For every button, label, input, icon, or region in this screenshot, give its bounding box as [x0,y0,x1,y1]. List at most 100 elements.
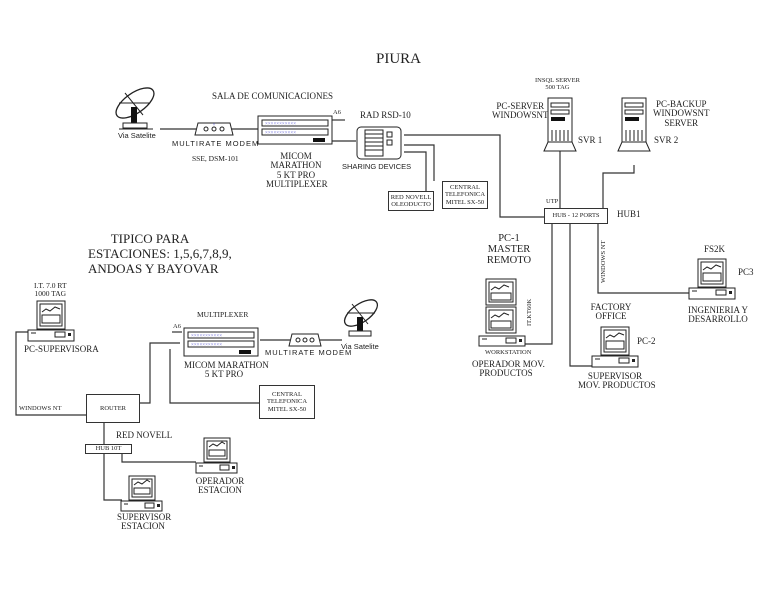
pc1-workstation-icon [478,278,526,347]
label-line: 500 TAG [545,83,570,91]
supervisor-pc-caption: PC-SUPERVISORA [24,344,99,354]
typical-satellite-label: Via Satelite [341,342,379,351]
svg-text:×××××××××××: ××××××××××× [265,122,296,127]
server1-tower-icon [543,97,577,152]
pc2-id: PC-2 [637,336,656,346]
supervisor-station-pc-caption: SUPERVISOR ESTACION [117,512,172,532]
label-line: SUPERVISOR [587,371,643,381]
link-sharing-rednovell [404,151,427,191]
pc3-caption: INGENIERIA Y DESARROLLO [686,305,750,325]
hub-cable-label: UTP [546,198,559,205]
link-hub-operador [121,452,196,463]
label-line: SERVER [664,117,699,128]
link-hub-pc3 [597,224,690,294]
label-line: INGENIERIA Y [688,305,748,315]
typical-multiplexer-icon: ×××××××××××××××××××××× [183,327,259,357]
link-mux-central [169,349,259,404]
box-line: RED NOVELL [390,193,432,201]
mux-label: MICOM MARATHON 5 KT PRO MULTIPLEXER [266,151,328,190]
typical-modem-label: MULTIRATE MODEM [265,348,353,357]
router-box: ROUTER [86,394,140,423]
link-sharing-hub [404,134,545,218]
server1-name: PC-SERVER WINDOWSNT [492,101,549,121]
diagram-title: PIURA [376,51,422,67]
server2-tower-icon [617,97,651,152]
pc1-side-label: IT.KT60K [526,298,533,326]
typical-modem-icon [288,333,322,347]
server1-top-label: INSQL SERVER 500 TAG [535,77,580,92]
satellite-label: Via Satelite [118,131,156,140]
label-line: WINDOWSNT [492,110,549,121]
heading-line: TIPICO PARA [110,231,190,246]
hub-name: HUB1 [617,209,641,219]
label-line: ESTACION [198,485,242,496]
svg-text:×××××××××××: ××××××××××× [265,131,296,136]
label-line: DESARROLLO [688,314,748,325]
mux-line: MARATHON [270,160,322,171]
hub-windows-nt-label: WINDOWS NT [600,240,607,283]
link-hub-supervisor [103,452,122,501]
heading-line: ESTACIONES: 1,5,6,7,8,9, [88,245,232,261]
sharing-device-title: RAD RSD-10 [360,110,411,120]
supervisor-station-pc-icon [120,475,163,512]
supervisor-pc-icon [27,300,75,342]
box-line: CENTRAL [272,390,302,398]
box-line: MITEL SX-50 [445,198,485,206]
pc3-computer-icon [688,258,736,300]
label-line: MOV. PRODUCTOS [578,380,656,391]
box-line: TELEFONICA [444,191,486,199]
label-line: PC-1 [498,233,520,244]
mux-line: MICOM [280,151,312,161]
typical-satellite-dish-icon [343,299,379,337]
router-windows-nt-label: WINDOWS NT [19,405,62,412]
label-line: PC-BACKUP [655,99,707,109]
pc2-caption: SUPERVISOR MOV. PRODUCTOS [578,371,656,391]
link-router-mux [140,342,180,404]
label-line: REMOTO [486,255,532,267]
box-line: MITEL SX-50 [267,405,307,413]
label-line: 1000 TAG [34,288,67,298]
label-line: FACTORY [590,302,632,312]
hub-10t-box: HUB 10T [85,444,132,454]
modem-label: MULTIRATE MODEM [172,139,260,148]
modem-icon: × [194,122,234,136]
mux-port-label: A6 [333,109,341,116]
server2-id: SVR 2 [654,135,679,145]
red-novell-label: RED NOVELL [116,430,173,440]
label-line: 5 KT PRO [204,369,244,380]
server2-name: PC-BACKUP WINDOWSNT SERVER [653,99,710,128]
label-line: MASTER [487,244,531,256]
hub-12-ports-box: HUB - 12 PORTS [544,208,608,224]
sharing-device-label: SHARING DEVICES [342,162,412,171]
room-label: SALA DE COMUNICACIONES [212,91,334,101]
box-line: CENTRAL [450,183,480,191]
link-pcsup-router [15,331,86,416]
label-line: SUPERVISOR [117,512,172,522]
operador-pc-caption: OPERADOR ESTACION [195,476,245,496]
label-line: I.T. 7.0 RT [34,281,67,290]
modem-model: SSE, DSM-101 [192,154,239,163]
link-hub-pc1 [518,224,553,345]
svg-text:×: × [213,123,216,128]
box-line: OLEODUCTO [391,201,431,208]
typical-mux-title: MULTIPLEXER [197,310,249,319]
label-line: MICOM MARATHON [184,360,269,370]
pc1-title: PC-1 MASTER REMOTO [484,233,534,266]
svg-text:×××××××××××: ××××××××××× [191,343,222,348]
label-line: OPERADOR MOV. [472,359,545,369]
label-line: WINDOWSNT [653,108,710,119]
link-sharing-central [404,144,435,181]
pc2-computer-icon [591,326,639,368]
pc1-sub-label: WORKSTATION [485,349,532,356]
pc1-caption: OPERADOR MOV. PRODUCTOS [472,359,545,379]
satellite-dish-icon [115,87,155,130]
server1-id: SVR 1 [578,135,603,145]
label-line: ESTACION [121,521,165,532]
operador-pc-icon [195,437,238,474]
pc2-title: FACTORY OFFICE [586,302,636,322]
label-line: OPERADOR [195,476,245,486]
mux-line: 5 KT PRO [276,169,316,180]
typical-mux-label: MICOM MARATHON 5 KT PRO [184,360,269,380]
